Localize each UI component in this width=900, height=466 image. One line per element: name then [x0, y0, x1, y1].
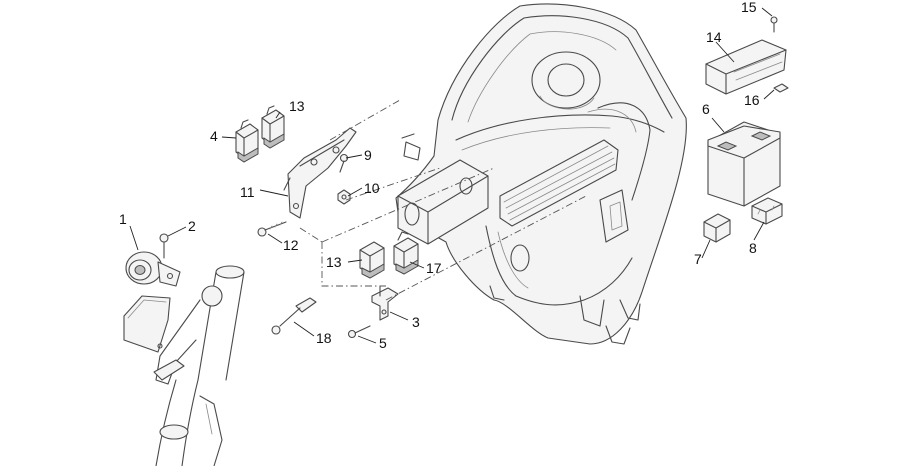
helmet-compartment-housing	[395, 3, 687, 345]
relay-bracket	[371, 285, 399, 321]
callout-10: 10	[364, 180, 380, 196]
callout-2: 2	[188, 218, 196, 234]
screw-5	[347, 325, 371, 339]
frame-tube	[153, 265, 245, 466]
wiring-lead	[271, 297, 317, 335]
screw-9	[339, 153, 349, 173]
relay-17	[393, 231, 419, 275]
callout-17: 17	[426, 260, 442, 276]
battery	[707, 121, 781, 207]
leader-lines	[129, 7, 775, 344]
electrical-support-bracket	[283, 127, 357, 219]
screw-2	[159, 233, 169, 259]
callout-12: 12	[283, 237, 299, 253]
nut-10	[337, 189, 351, 205]
callout-8: 8	[749, 240, 757, 256]
callout-16: 16	[744, 92, 760, 108]
fuse-connector-8	[751, 197, 783, 225]
relay-4	[235, 119, 259, 163]
battery-cover	[705, 39, 787, 95]
callout-18: 18	[316, 330, 332, 346]
relay-13-upper	[261, 105, 285, 149]
callout-7: 7	[694, 251, 702, 267]
horn	[125, 251, 181, 287]
callout-1: 1	[119, 211, 127, 227]
fuse-connector-7	[703, 213, 731, 243]
screw-12	[257, 221, 287, 237]
callout-4: 4	[210, 128, 218, 144]
callout-5: 5	[379, 335, 387, 351]
callout-14: 14	[706, 29, 722, 45]
callout-6: 6	[702, 101, 710, 117]
assembly-lines	[299, 99, 587, 301]
callout-9: 9	[364, 147, 372, 163]
horn-mount-plate	[123, 295, 171, 353]
callout-3: 3	[412, 314, 420, 330]
callout-11: 11	[240, 184, 255, 200]
relay-13-lower	[359, 241, 385, 279]
screw-15	[770, 16, 778, 33]
callout-13-upper: 13	[289, 98, 305, 114]
callout-13-lower: 13	[326, 254, 342, 270]
callout-15: 15	[741, 0, 757, 15]
clip-16	[773, 83, 789, 93]
